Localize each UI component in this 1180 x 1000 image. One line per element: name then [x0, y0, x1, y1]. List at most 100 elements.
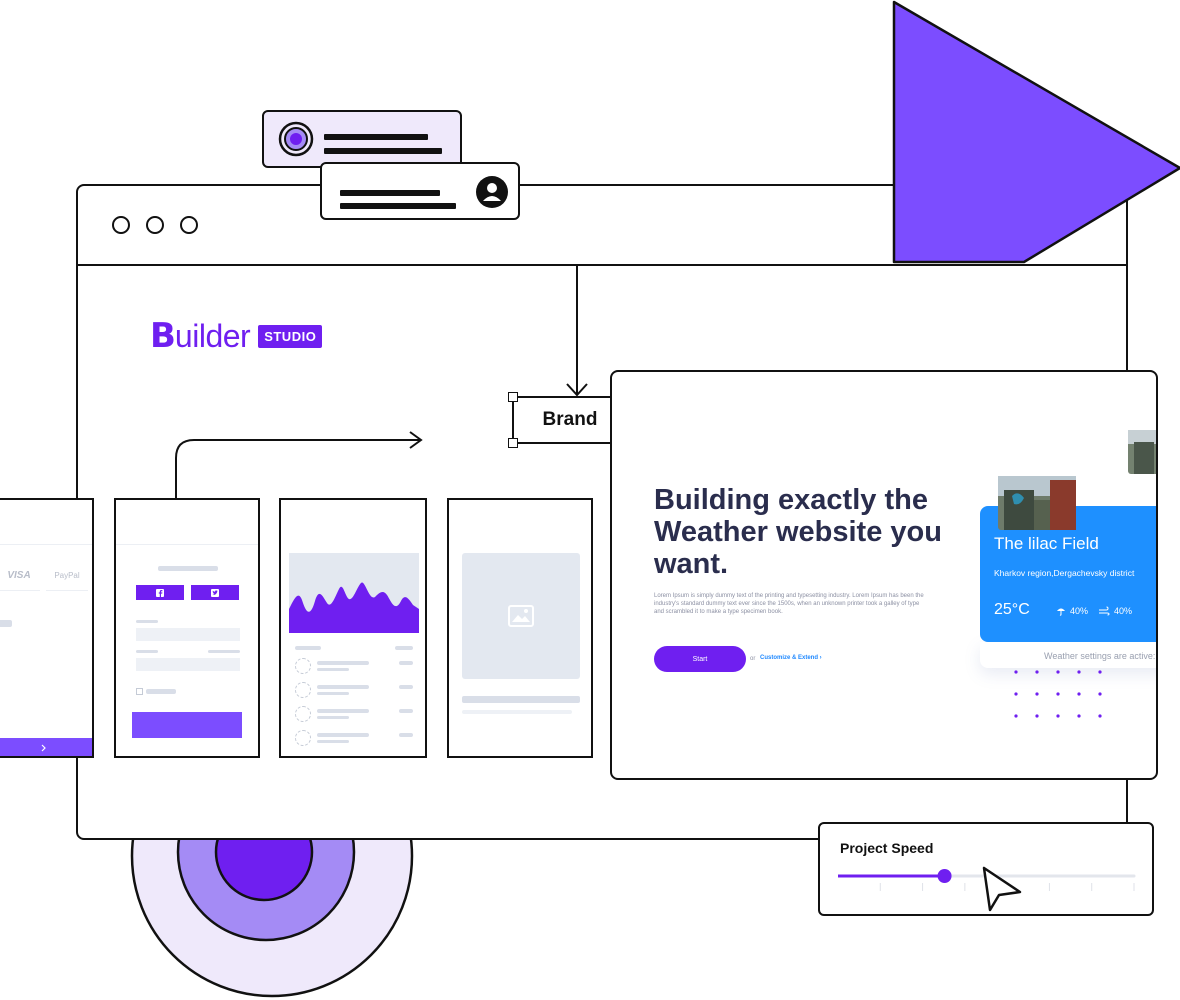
window-dot-1[interactable] [112, 216, 130, 234]
list-item [295, 704, 415, 726]
logo-initial: B [150, 316, 176, 356]
divider [116, 544, 258, 545]
window-dot-3[interactable] [180, 216, 198, 234]
caption-placeholder [462, 696, 580, 703]
grid-dot [1014, 670, 1018, 674]
avatar [295, 658, 311, 674]
paypal-label: PayPal [54, 570, 80, 580]
side-photo [1128, 430, 1156, 474]
value-placeholder [399, 661, 413, 665]
facebook-icon [156, 588, 164, 597]
wind-percent: 40% [1114, 606, 1133, 616]
grid-dot [1056, 714, 1060, 718]
grid-dot [1056, 692, 1060, 696]
builder-studio-logo: B uilder STUDIO [150, 316, 323, 356]
cursor-pointer-icon [982, 866, 1022, 912]
text-placeholder [317, 692, 349, 695]
label-placeholder [136, 650, 158, 653]
decorative-dot-grid [1014, 670, 1102, 718]
facebook-login-button[interactable] [136, 585, 184, 600]
window-dot-2[interactable] [146, 216, 164, 234]
grid-dot [1098, 670, 1102, 674]
start-button-label: Start [692, 655, 708, 663]
hero-body: Lorem Ipsum is simply dummy text of the … [654, 593, 924, 615]
text-bar [324, 148, 442, 154]
continue-button[interactable] [0, 738, 92, 756]
mini-screen-gallery [447, 498, 593, 758]
text-bar [324, 134, 428, 140]
browser-titlebar [78, 186, 1126, 266]
grid-dot [1077, 670, 1081, 674]
text-placeholder [317, 716, 349, 719]
customize-link[interactable]: Customize & Extend › [760, 655, 822, 661]
text-placeholder [317, 733, 369, 737]
payment-option-paypal[interactable]: PayPal [46, 560, 88, 591]
twitter-login-button[interactable] [191, 585, 239, 600]
label-placeholder [146, 689, 176, 694]
avatar [295, 730, 311, 746]
payment-option-visa[interactable]: VISA [0, 560, 40, 591]
mini-screen-login [114, 498, 260, 758]
website-preview: Building exactly the Weather website you… [610, 370, 1158, 780]
hero-title: Building exactly the Weather website you… [654, 484, 942, 580]
project-speed-label: Project Speed [840, 840, 934, 856]
mini-screen-payment: VISA PayPal [0, 498, 94, 758]
rain-percent: 40% [1070, 606, 1089, 616]
avatar [295, 682, 311, 698]
start-button[interactable]: Start [654, 646, 746, 672]
login-submit-button[interactable] [132, 712, 242, 738]
brand-label: Brand [542, 409, 598, 430]
brand-tag[interactable]: Brand [508, 392, 632, 448]
text-placeholder [317, 709, 369, 713]
list-item [295, 656, 415, 678]
value-placeholder [399, 709, 413, 713]
text-placeholder [317, 661, 369, 665]
value-placeholder [399, 733, 413, 737]
caption-placeholder [462, 710, 572, 714]
mini-screen-analytics [279, 498, 427, 758]
grid-dot [1056, 670, 1060, 674]
login-input-1[interactable] [136, 628, 240, 641]
area-chart-thumbnail [289, 553, 419, 633]
slider-knob[interactable] [937, 869, 952, 883]
grid-dot [1077, 692, 1081, 696]
login-input-2[interactable] [136, 658, 240, 671]
resize-handle-bl[interactable] [508, 438, 518, 448]
list-item [295, 680, 415, 702]
twitter-icon [211, 588, 219, 597]
grid-dot [1014, 692, 1018, 696]
umbrella-icon [1057, 608, 1065, 616]
grid-dot [1077, 714, 1081, 718]
grid-dot [1035, 670, 1039, 674]
text-placeholder [0, 620, 12, 627]
resize-handle-tl[interactable] [508, 392, 518, 402]
value-placeholder [399, 685, 413, 689]
text-bar [340, 190, 440, 196]
weather-card-title: The lilac Field [994, 534, 1099, 553]
text-placeholder [317, 685, 369, 689]
grid-dot [1014, 714, 1018, 718]
or-text: or [750, 656, 756, 662]
divider [0, 544, 92, 545]
title-placeholder [158, 566, 218, 571]
list-item [295, 728, 415, 750]
user-avatar-icon[interactable] [476, 176, 508, 208]
text-placeholder [317, 668, 349, 671]
grid-dot [1035, 692, 1039, 696]
remember-checkbox[interactable] [136, 688, 143, 695]
area-chart-shape [289, 582, 419, 633]
wind-icon [1099, 606, 1110, 616]
weather-footer-text: Weather settings are active: [1044, 651, 1156, 661]
weather-temperature: 25°C [994, 601, 1030, 618]
image-placeholder [462, 553, 580, 679]
avatar [295, 706, 311, 722]
weather-card-location: Kharkov region,Dergachevsky district [994, 568, 1135, 578]
grid-dot [1035, 714, 1039, 718]
text-placeholder [317, 740, 349, 743]
radio-target-icon [278, 121, 314, 157]
weather-photo [998, 476, 1076, 530]
label-placeholder [208, 650, 240, 653]
